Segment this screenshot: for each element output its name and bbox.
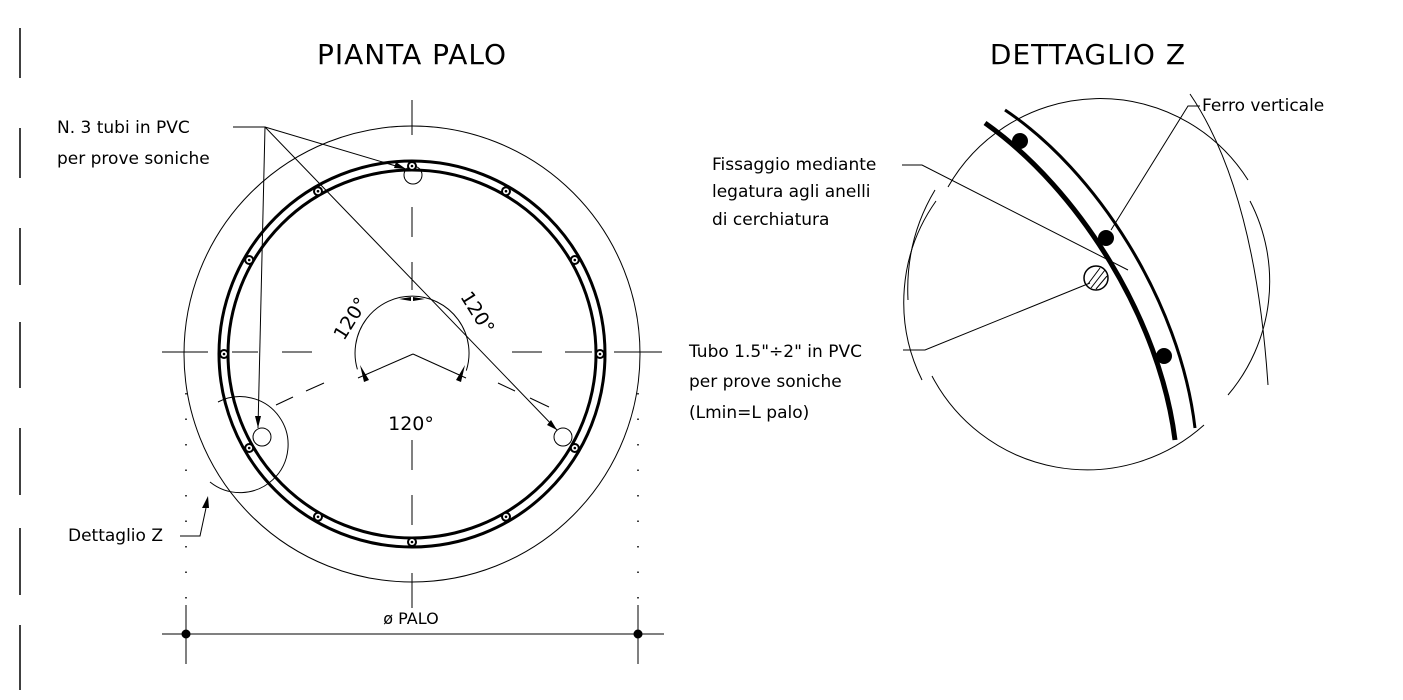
note-tube-line1: Tubo 1.5"÷2" in PVC <box>688 342 862 362</box>
angle-label-bottom: 120° <box>388 413 434 435</box>
vertical-bar-core <box>573 258 577 262</box>
detail-pvc-tube <box>1083 265 1109 291</box>
vertical-bar-core <box>504 189 508 193</box>
ring-arc-left <box>907 189 936 301</box>
note-fixing-line2: legatura agli anelli <box>712 182 871 202</box>
detail-boundary-right <box>1227 200 1271 396</box>
vertical-bar-core <box>598 352 602 356</box>
vertical-bar-core <box>573 446 577 450</box>
center-lines <box>162 100 662 608</box>
pvc-tube-right <box>553 427 573 447</box>
detail-tube-hatch <box>1087 267 1108 290</box>
leader-arrows-plan <box>202 162 557 508</box>
vertical-bar-core <box>247 258 251 262</box>
pile-edge-arc <box>1189 93 1269 386</box>
detail-ring-outer <box>983 120 1178 441</box>
vertical-bar-core <box>504 515 508 519</box>
construction-dots <box>185 393 639 600</box>
detail-ring-inner <box>1004 108 1197 429</box>
pvc-tube-left <box>252 427 272 447</box>
vertical-bar-core <box>316 515 320 519</box>
plan-title: PIANTA PALO <box>317 38 507 71</box>
note-pvc-tubes-line1: N. 3 tubi in PVC <box>57 118 190 138</box>
leader-lines-detail <box>902 105 1200 351</box>
angle-arrows <box>360 297 465 382</box>
pile-plan <box>162 100 662 608</box>
vertical-bar-core <box>222 352 226 356</box>
detail-bars <box>1012 133 1172 364</box>
tube-radials <box>275 353 550 408</box>
note-tube-line2: per prove soniche <box>689 372 842 392</box>
detail-bar-3 <box>1156 348 1172 364</box>
note-fixing-line3: di cerchiatura <box>712 210 829 230</box>
detail-bar-1 <box>1012 133 1028 149</box>
note-detail-z: Dettaglio Z <box>68 526 163 546</box>
vertical-bar-core <box>247 446 251 450</box>
dimension-label: ø PALO <box>383 609 438 628</box>
note-pvc-tubes-line2: per prove soniche <box>57 149 210 169</box>
vertical-bar-core <box>410 164 414 168</box>
angle-label-right: 120° <box>456 288 499 338</box>
dimension-pile-diameter <box>162 605 664 664</box>
note-fixing-line1: Fissaggio mediante <box>712 155 876 175</box>
vertical-bars <box>219 161 605 547</box>
angle-arc <box>354 295 470 371</box>
detail-z-marker <box>209 396 289 494</box>
note-tube-line3: (Lmin=L palo) <box>689 403 809 423</box>
vertical-bar-core <box>410 540 414 544</box>
detail-boundary-top <box>947 98 1249 188</box>
detail-title: DETTAGLIO Z <box>990 38 1186 71</box>
detail-boundary-left <box>903 200 937 381</box>
leader-lines-plan <box>180 126 558 537</box>
detail-z <box>903 93 1271 471</box>
detail-boundary-bottom <box>931 375 1205 471</box>
detail-bar-2 <box>1098 230 1114 246</box>
note-vertical-bar: Ferro verticale <box>1202 96 1324 116</box>
vertical-bar-core <box>316 189 320 193</box>
